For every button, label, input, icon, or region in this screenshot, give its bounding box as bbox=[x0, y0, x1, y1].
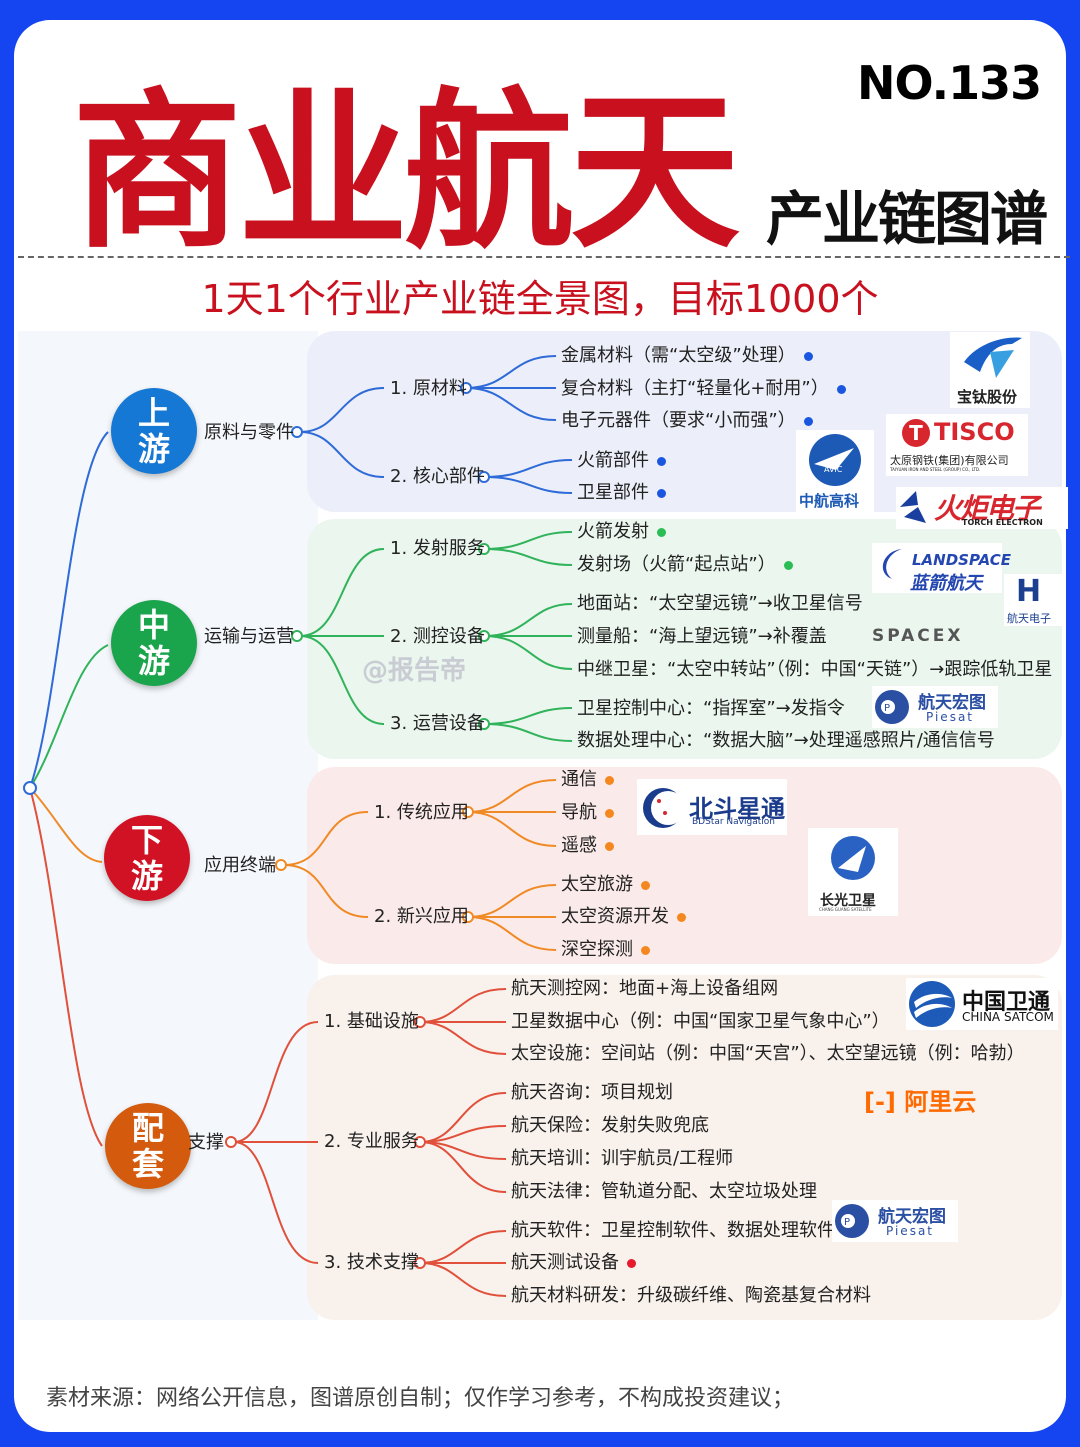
list-item: 航天培训：训宇航员/工程师 bbox=[511, 1148, 734, 1169]
tag-midstream: 中游 bbox=[111, 600, 197, 686]
piesat-logo: P 航天宏图 Piesat bbox=[872, 686, 998, 728]
footer-note: 素材来源：网络公开信息，图谱原创自制；仅作学习参考，不构成投资建议； bbox=[46, 1386, 795, 1411]
baoti-logo: 宝钛股份 bbox=[950, 332, 1030, 408]
section-label: 运输与运营 bbox=[204, 626, 294, 647]
aliyun-logo: [-] 阿里云 bbox=[864, 1088, 977, 1116]
list-item: 航天测控网：地面+海上设备组网 bbox=[511, 978, 779, 999]
group-label: 1. 基础设施 bbox=[324, 1011, 419, 1032]
list-item: 卫星控制中心：“指挥室”→发指令 bbox=[577, 698, 845, 719]
landspace-mark-icon bbox=[882, 549, 902, 579]
list-item: 测量船：“海上望远镜”→补覆盖 bbox=[577, 626, 827, 647]
list-item: 中继卫星：“太空中转站”（例：中国“天链”）→跟踪低轨卫星 bbox=[577, 659, 1053, 680]
list-item: 太空设施：空间站（例：中国“天宫”）、太空望远镜（例：哈勃） bbox=[511, 1043, 1025, 1064]
tag-downstream: 下游 bbox=[104, 815, 190, 901]
list-item: 火箭发射 bbox=[577, 521, 666, 543]
hangtian-mark-icon: H bbox=[1016, 574, 1042, 609]
baoti-mark-icon bbox=[964, 337, 1022, 378]
section-label: 原料与零件 bbox=[204, 422, 294, 443]
bdstar-mark-icon bbox=[643, 788, 685, 828]
list-item: 卫星部件 bbox=[577, 482, 666, 504]
avic-mark-icon: AVIC bbox=[809, 434, 861, 486]
page-title: 商业航天 bbox=[72, 74, 740, 272]
piesat-mark-icon: P bbox=[875, 690, 909, 724]
tisco-mark-icon: T bbox=[902, 419, 930, 447]
list-item: 深空探测 bbox=[561, 939, 650, 961]
list-item: 太空资源开发 bbox=[561, 906, 686, 928]
section-label: 支撑 bbox=[188, 1132, 224, 1153]
list-item: 航天测试设备 bbox=[511, 1252, 636, 1274]
list-item: 航天法律：管轨道分配、太空垃圾处理 bbox=[511, 1181, 817, 1202]
torch-mark-icon bbox=[900, 491, 926, 523]
spacex-logo: SPACEX bbox=[872, 626, 964, 646]
issue-number: NO.133 bbox=[857, 56, 1042, 110]
torch-logo: 火炬电子 TORCH ELECTRON bbox=[896, 487, 1068, 529]
piesat-mark-icon: P bbox=[835, 1204, 869, 1238]
watermark: @报告帝 bbox=[362, 656, 467, 686]
list-item: 火箭部件 bbox=[577, 450, 666, 472]
section-label: 应用终端 bbox=[204, 855, 276, 876]
group-label: 1. 原材料 bbox=[390, 378, 467, 399]
chinasatcom-logo: 中国卫通 CHINA SATCOM bbox=[906, 978, 1058, 1030]
piesat-logo: P 航天宏图 Piesat bbox=[832, 1200, 958, 1242]
list-item: 遥感 bbox=[561, 835, 614, 857]
group-label: 2. 测控设备 bbox=[390, 626, 485, 647]
list-item: 航天保险：发射失败兜底 bbox=[511, 1115, 709, 1136]
svg-text:P: P bbox=[844, 1217, 850, 1228]
list-item: 太空旅游 bbox=[561, 874, 650, 896]
slogan: 1天1个行业产业链全景图，目标1000个 bbox=[201, 277, 879, 321]
group-label: 2. 专业服务 bbox=[324, 1131, 419, 1152]
list-item: 卫星数据中心（例：中国“国家卫星气象中心”） bbox=[511, 1011, 890, 1032]
group-label: 2. 新兴应用 bbox=[374, 906, 469, 927]
aliyun-mark-icon: [-] bbox=[864, 1088, 896, 1116]
list-item: 数据处理中心：“数据大脑”→处理遥感照片/通信信号 bbox=[577, 730, 995, 751]
list-item: 复合材料（主打“轻量化+耐用”） bbox=[561, 378, 846, 400]
list-item: 导航 bbox=[561, 802, 614, 824]
svg-text:P: P bbox=[884, 703, 890, 714]
list-item: 金属材料（需“太空级”处理） bbox=[561, 345, 813, 367]
tag-upstream: 上游 bbox=[111, 388, 197, 474]
list-item: 发射场（火箭“起点站”） bbox=[577, 554, 793, 576]
list-item: 航天软件：卫星控制软件、数据处理软件 bbox=[511, 1220, 835, 1241]
list-item: 地面站：“太空望远镜”→收卫星信号 bbox=[577, 593, 863, 614]
group-label: 3. 技术支撑 bbox=[324, 1252, 419, 1273]
bdstar-logo: 北斗星通 BDStar Navigation bbox=[637, 779, 787, 835]
hangtian-dianzi-logo: H 航天电子 bbox=[1004, 574, 1066, 626]
divider bbox=[18, 256, 1070, 258]
chinasatcom-mark-icon bbox=[909, 981, 955, 1027]
group-label: 1. 发射服务 bbox=[390, 538, 485, 559]
avic-logo: AVIC 中航高科 bbox=[796, 430, 874, 512]
cgsat-mark-icon bbox=[831, 836, 875, 880]
page-subtitle: 产业链图谱 bbox=[766, 185, 1048, 253]
cgsat-logo: 长光卫星 CHANG GUANG SATELLITE bbox=[808, 828, 898, 916]
group-label: 1. 传统应用 bbox=[374, 802, 469, 823]
group-label: 2. 核心部件 bbox=[390, 466, 485, 487]
svg-text:AVIC: AVIC bbox=[824, 465, 843, 474]
list-item: 航天咨询：项目规划 bbox=[511, 1082, 673, 1103]
group-label: 3. 运营设备 bbox=[390, 713, 485, 734]
list-item: 通信 bbox=[561, 769, 614, 791]
landspace-logo: LANDSPACE 蓝箭航天 bbox=[872, 543, 1011, 594]
list-item: 电子元器件（要求“小而强”） bbox=[561, 410, 813, 432]
tag-support: 配套 bbox=[105, 1103, 191, 1189]
list-item: 航天材料研发：升级碳纤维、陶瓷基复合材料 bbox=[511, 1285, 871, 1306]
